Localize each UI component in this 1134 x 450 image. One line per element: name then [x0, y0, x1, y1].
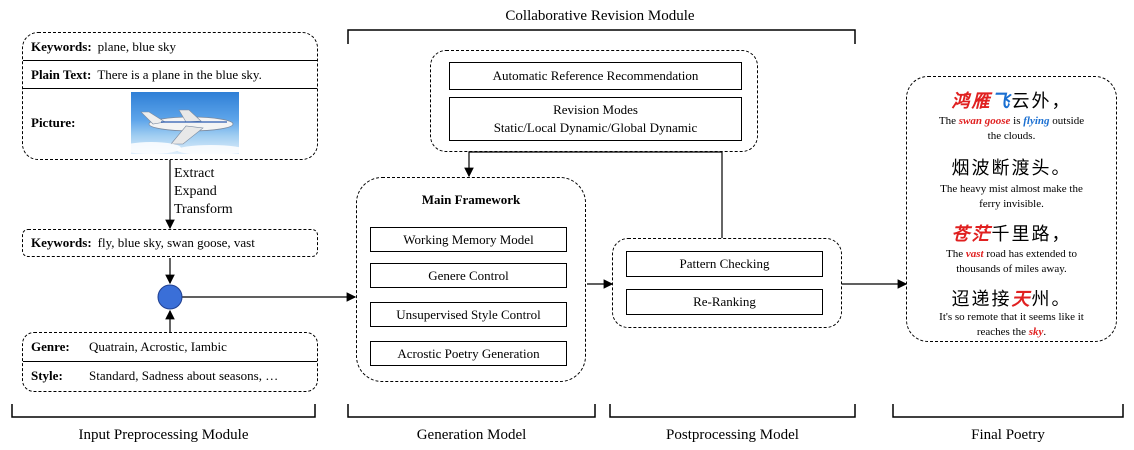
bracket-generation [347, 404, 596, 418]
op-extract: Extract [174, 166, 215, 181]
poem-line-2-text: 烟波断渡头。 [951, 158, 1072, 179]
genre-style-box: Genre: Quatrain, Acrostic, Iambic Style:… [22, 332, 318, 392]
poem-line-1: 鸿雁飞云外， [906, 88, 1117, 112]
picture-row: Picture: [23, 89, 317, 157]
label-final-poetry: Final Poetry [971, 426, 1045, 443]
poem-translation-2: The heavy mist almost make the ferry inv… [940, 183, 1083, 210]
poem-line-1-red: 鸿雁 [951, 91, 992, 112]
collaborative-revision-title: Collaborative Revision Module [505, 7, 695, 24]
genre-value: Quatrain, Acrostic, Iambic [89, 339, 227, 354]
poem-line-3: 苍茫千里路， [906, 221, 1117, 245]
bracket-input [11, 404, 316, 418]
arrow-feedback [464, 151, 723, 238]
poem-line-4: 迢递接天州。 [906, 286, 1117, 310]
style-row: Style: Standard, Sadness about seasons, … [23, 362, 317, 390]
merge-node [157, 284, 183, 310]
style-label: Style: [31, 368, 63, 383]
input-box: Keywords: plane, blue sky Plain Text: Th… [22, 32, 318, 160]
poem-line-1-blue: 飞 [991, 91, 1012, 112]
poem-translation-3: The vast road has extended to thousands … [945, 248, 1078, 275]
expanded-keywords-box: Keywords: fly, blue sky, swan goose, vas… [22, 229, 318, 257]
keywords-row: Keywords: plane, blue sky [23, 33, 317, 61]
working-memory-box: Working Memory Model [370, 227, 567, 252]
acrostic-generation-box: Acrostic Poetry Generation [370, 341, 567, 366]
expanded-keywords-label: Keywords: [31, 235, 92, 250]
pattern-checking-box: Pattern Checking [626, 251, 823, 277]
genre-control-box: Genere Control [370, 263, 567, 288]
poem-line-3-rest: 千里路， [991, 224, 1072, 245]
expanded-keywords-value: fly, blue sky, swan goose, vast [97, 235, 255, 250]
main-framework-box [356, 177, 586, 382]
style-value: Standard, Sadness about seasons, … [89, 368, 279, 383]
re-ranking-box: Re-Ranking [626, 289, 823, 315]
bracket-final [892, 404, 1124, 418]
keywords-label: Keywords: [31, 38, 92, 54]
keywords-value: plane, blue sky [97, 38, 177, 54]
plain-text-row: Plain Text: There is a plane in the blue… [23, 61, 317, 89]
poem-line-1-rest: 云外， [1011, 91, 1072, 112]
plain-text-label: Plain Text: [31, 66, 92, 82]
revision-modes-title: Revision Modes [553, 102, 638, 117]
op-expand: Expand [174, 184, 217, 199]
revision-modes-value: Static/Local Dynamic/Global Dynamic [493, 120, 698, 135]
genre-row: Genre: Quatrain, Acrostic, Iambic [23, 333, 317, 362]
airplane-picture [121, 92, 245, 155]
reference-recommendation-box: Automatic Reference Recommendation [449, 62, 742, 90]
airplane-icon [121, 109, 245, 155]
operations-label: Extract Expand Transform [174, 165, 264, 219]
poem-translation-1: The swan goose is flying outside the clo… [938, 115, 1085, 142]
revision-box [430, 50, 758, 152]
label-generation-model: Generation Model [416, 426, 527, 443]
top-bracket [347, 29, 856, 44]
plain-text-value: There is a plane in the blue sky. [97, 66, 262, 82]
revision-modes-box: Revision Modes Static/Local Dynamic/Glob… [449, 97, 742, 141]
postprocessing-box [612, 238, 842, 328]
style-control-box: Unsupervised Style Control [370, 302, 567, 327]
picture-label: Picture: [31, 115, 76, 130]
poem-translation-4: It's so remote that it seems like it rea… [939, 311, 1084, 338]
main-framework-title: Main Framework [421, 192, 521, 207]
bracket-post [609, 404, 856, 418]
poem-line-2: 烟波断渡头。 [906, 155, 1117, 179]
final-poetry-box [906, 76, 1117, 342]
poem-line-3-red: 苍茫 [951, 224, 992, 245]
label-postprocessing-model: Postprocessing Model [666, 426, 799, 443]
op-transform: Transform [174, 202, 233, 217]
label-input-preprocessing: Input Preprocessing Module [78, 426, 249, 443]
genre-label: Genre: [31, 339, 70, 354]
poem-line-4-red: 天 [1011, 289, 1032, 310]
poem-line-4-end: 州。 [1031, 289, 1072, 310]
poem-line-4-start: 迢递接 [951, 289, 1012, 310]
